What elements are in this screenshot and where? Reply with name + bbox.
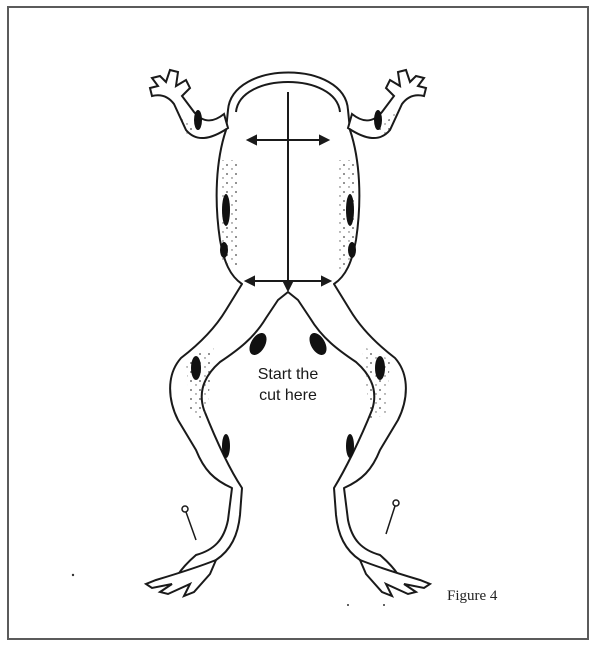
figure-caption: Figure 4 (447, 588, 497, 605)
start-cut-label-line1: Start the (238, 364, 338, 385)
left-foot (146, 560, 216, 596)
pins (182, 500, 399, 540)
scan-specks (72, 574, 385, 606)
start-cut-label: Start the cut here (238, 364, 338, 406)
start-cut-label-line2: cut here (238, 385, 338, 406)
right-foot (360, 560, 430, 596)
